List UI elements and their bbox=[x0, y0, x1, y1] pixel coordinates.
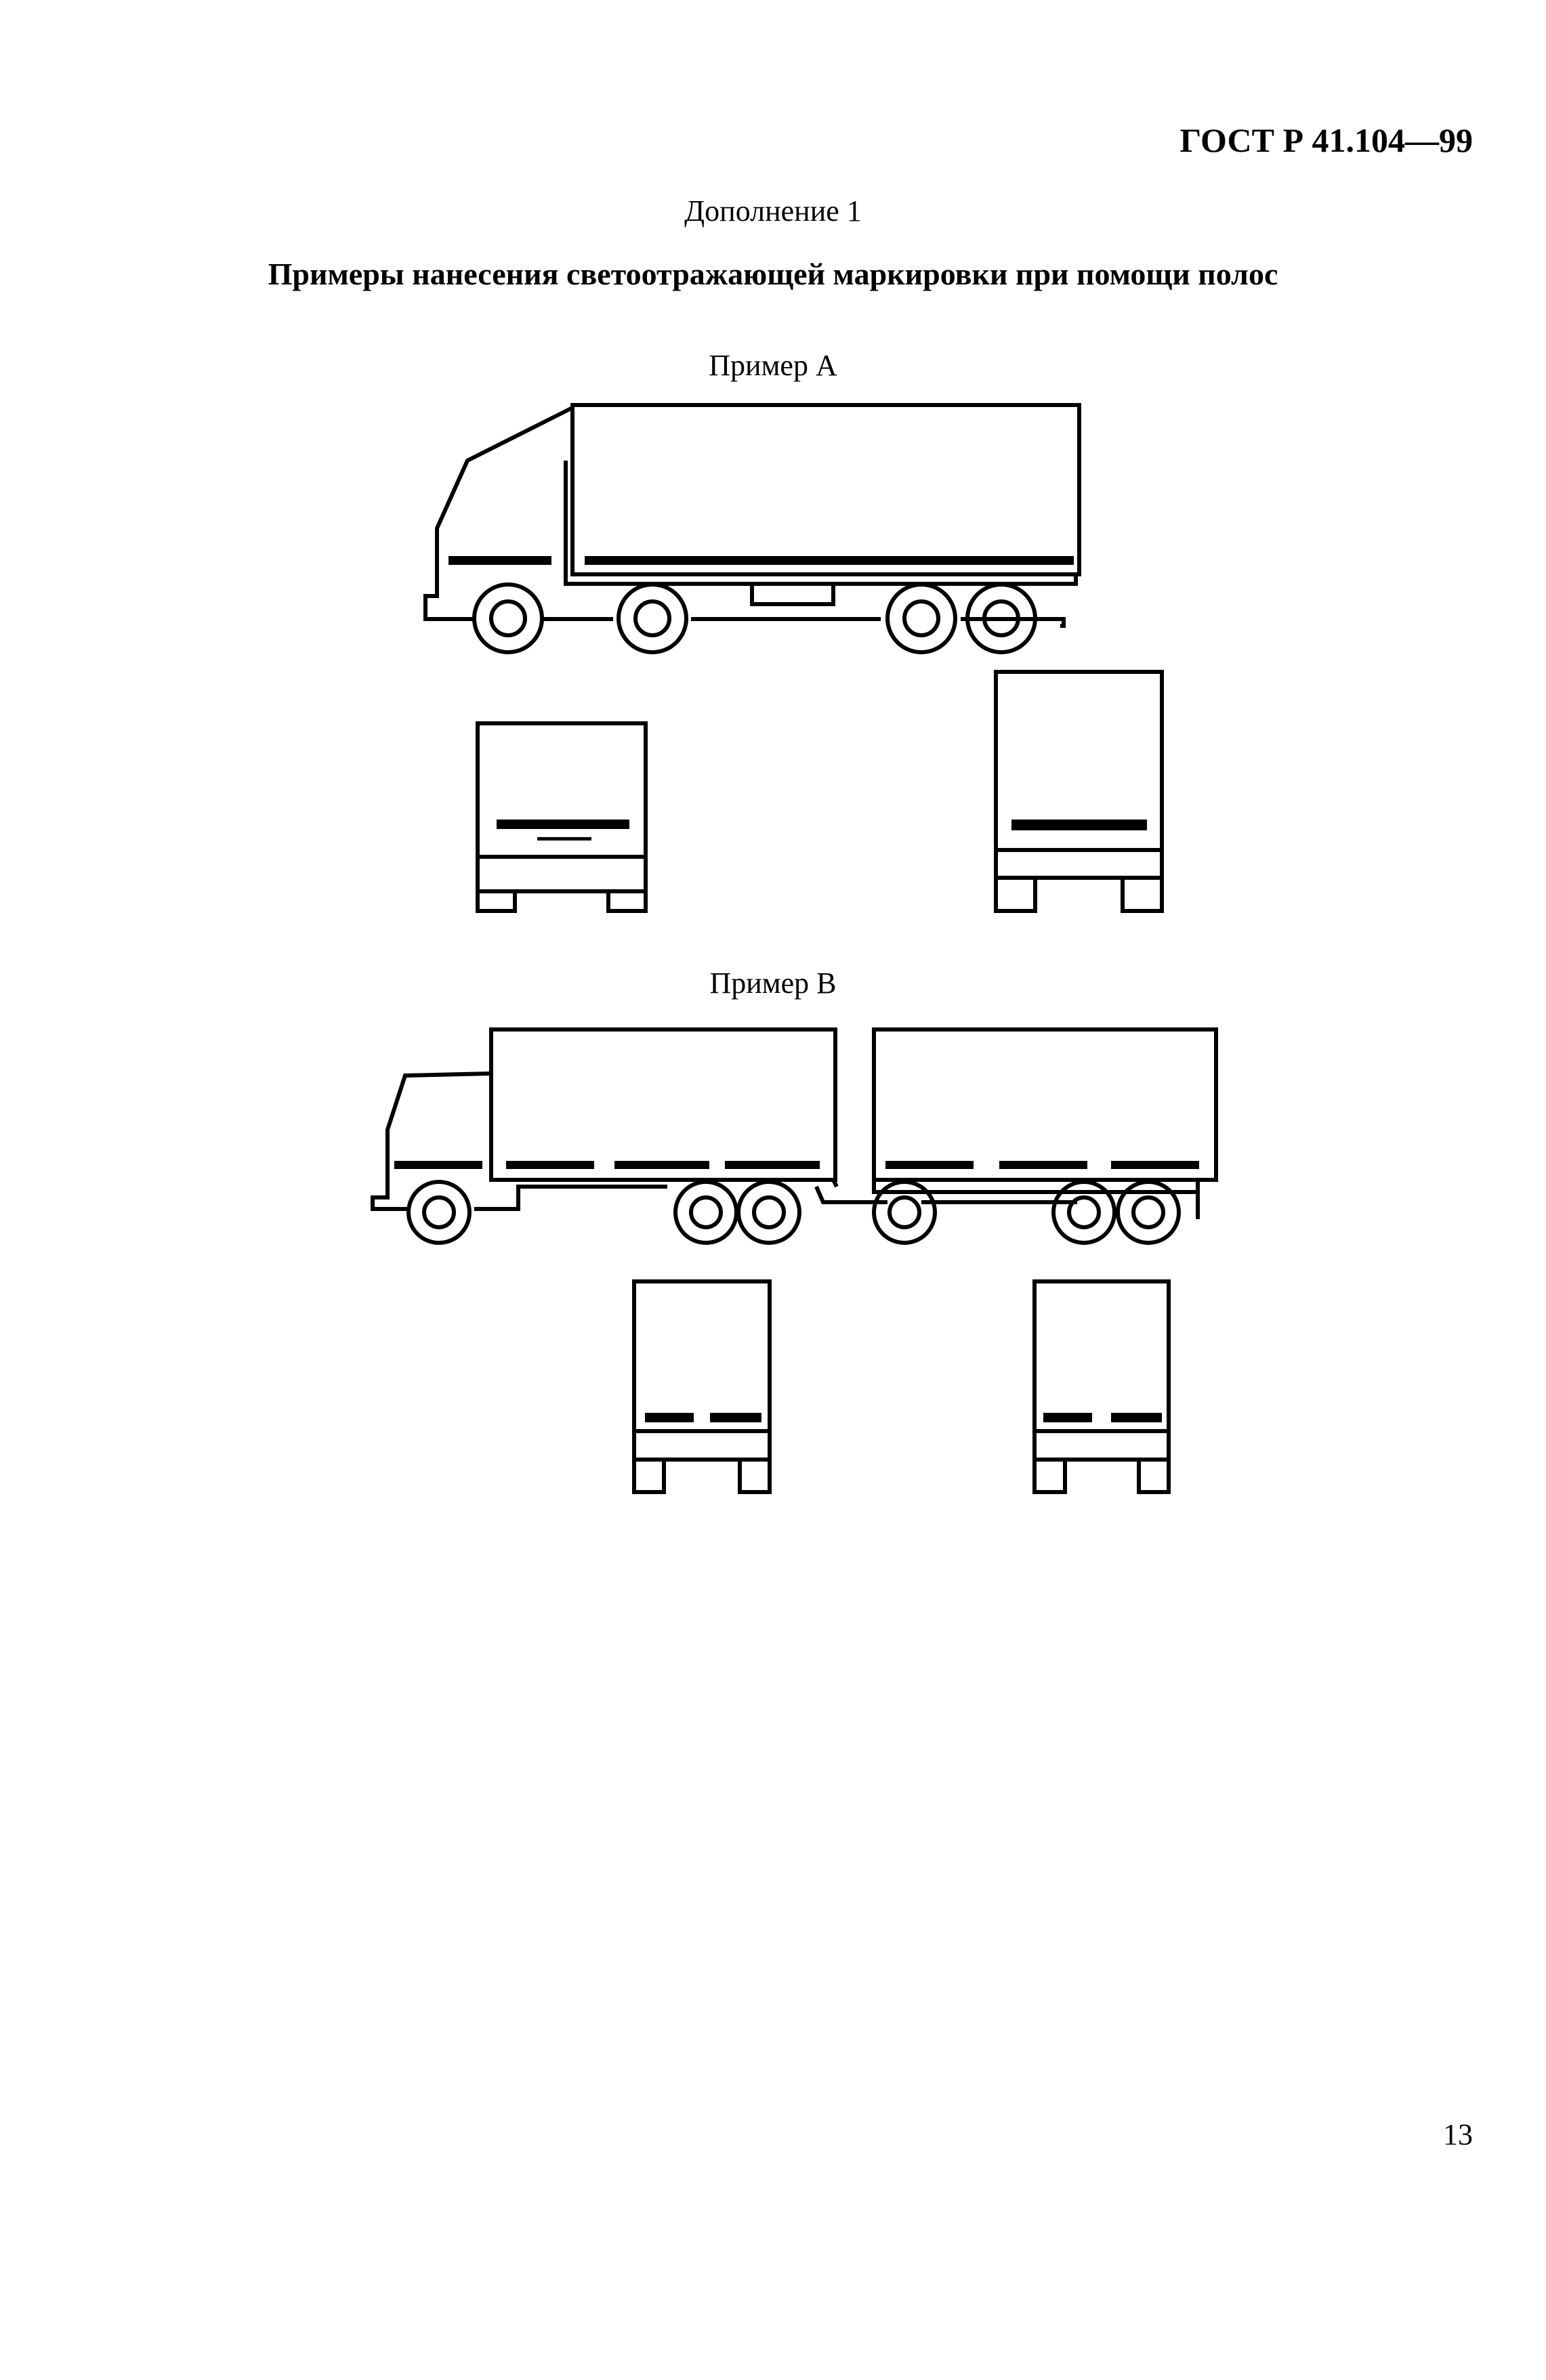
truck-b-wheel-1 bbox=[406, 1180, 472, 1245]
trailer-b-chassis bbox=[872, 1180, 1200, 1219]
truck-b-coupling bbox=[814, 1185, 1077, 1204]
example-b-caption: Пример В bbox=[709, 966, 837, 1000]
reflective-strips bbox=[394, 556, 1199, 1422]
truck-a-rear-view bbox=[994, 670, 1164, 913]
truck-b-wheel-3 bbox=[736, 1180, 801, 1245]
document-code: ГОСТ Р 41.104—99 bbox=[1179, 121, 1473, 159]
trailer-b-wheel-3 bbox=[1116, 1180, 1181, 1245]
truck-a-cargo-box bbox=[570, 403, 1081, 576]
truck-a-tank bbox=[750, 584, 835, 606]
truck-b-cab-outline bbox=[371, 1071, 839, 1211]
trailer-b-wheel-2 bbox=[1051, 1180, 1116, 1245]
truck-a-wheel-4 bbox=[965, 582, 1037, 654]
truck-a-front-view bbox=[476, 721, 648, 913]
page-number: 13 bbox=[1443, 2118, 1473, 2151]
truck-a-chassis bbox=[564, 461, 1078, 586]
truck-a-side-view bbox=[423, 403, 1081, 654]
truck-a-cab-outline bbox=[423, 406, 1066, 628]
truck-b-rear-view bbox=[632, 1279, 772, 1494]
page-title: Примеры нанесения светоотражающей маркир… bbox=[268, 257, 1278, 291]
truck-a-wheel-3 bbox=[885, 582, 957, 654]
trailer-b-rear-view bbox=[1032, 1279, 1171, 1494]
truck-a-wheel-1 bbox=[472, 582, 544, 654]
trailer-b-wheel-1 bbox=[872, 1180, 937, 1245]
example-a-caption: Пример А bbox=[709, 349, 837, 382]
truck-b-body bbox=[489, 1027, 837, 1182]
truck-a-wheel-2 bbox=[617, 582, 688, 654]
trailer-b-body bbox=[872, 1027, 1218, 1182]
supplement-label: Дополнение 1 bbox=[684, 194, 862, 228]
truck-b-side-view bbox=[371, 1027, 1218, 1245]
truck-b-wheel-2 bbox=[673, 1180, 738, 1245]
